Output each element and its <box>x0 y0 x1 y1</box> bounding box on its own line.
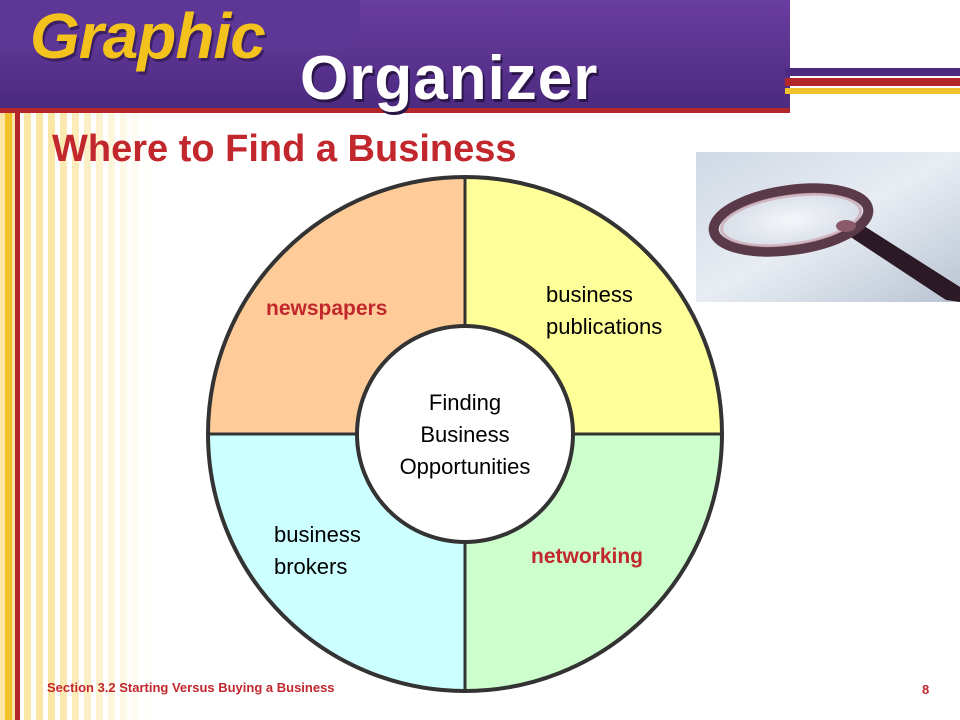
quadrant-label-publications-line-1: business <box>546 282 633 307</box>
decorative-red-line <box>15 110 20 720</box>
header-title-organizer: Organizer <box>300 44 599 113</box>
slide-title: Where to Find a Business <box>52 128 517 170</box>
header-rule-red <box>785 78 960 86</box>
quadrant-label-brokers-line-1: business <box>274 522 361 547</box>
footer-section-label: Section 3.2 Starting Versus Buying a Bus… <box>47 680 335 695</box>
header-title-graphic: Graphic <box>30 0 266 72</box>
diagram-outer-ring <box>206 175 724 693</box>
page-number: 8 <box>922 682 930 697</box>
header-band-top <box>0 0 360 50</box>
header-rule-yellow <box>785 88 960 94</box>
quadrant-label-brokers-line-2: brokers <box>274 554 347 579</box>
quadrant-label-networking: networking <box>531 545 643 568</box>
decorative-yellow-line <box>5 95 12 720</box>
magnifying-glass-photo <box>696 152 960 302</box>
decorative-stripes <box>0 95 150 720</box>
quadrant-label-newspapers: newspapers <box>266 297 387 320</box>
center-label-line-3: Opportunities <box>400 454 531 479</box>
center-label-line-2: Business <box>420 422 509 447</box>
header-rule-purple <box>785 68 960 76</box>
header-underline <box>0 108 790 113</box>
center-label-line-1: Finding <box>429 390 501 415</box>
quadrant-label-publications-line-2: publications <box>546 314 662 339</box>
diagram-center-circle <box>355 324 575 544</box>
